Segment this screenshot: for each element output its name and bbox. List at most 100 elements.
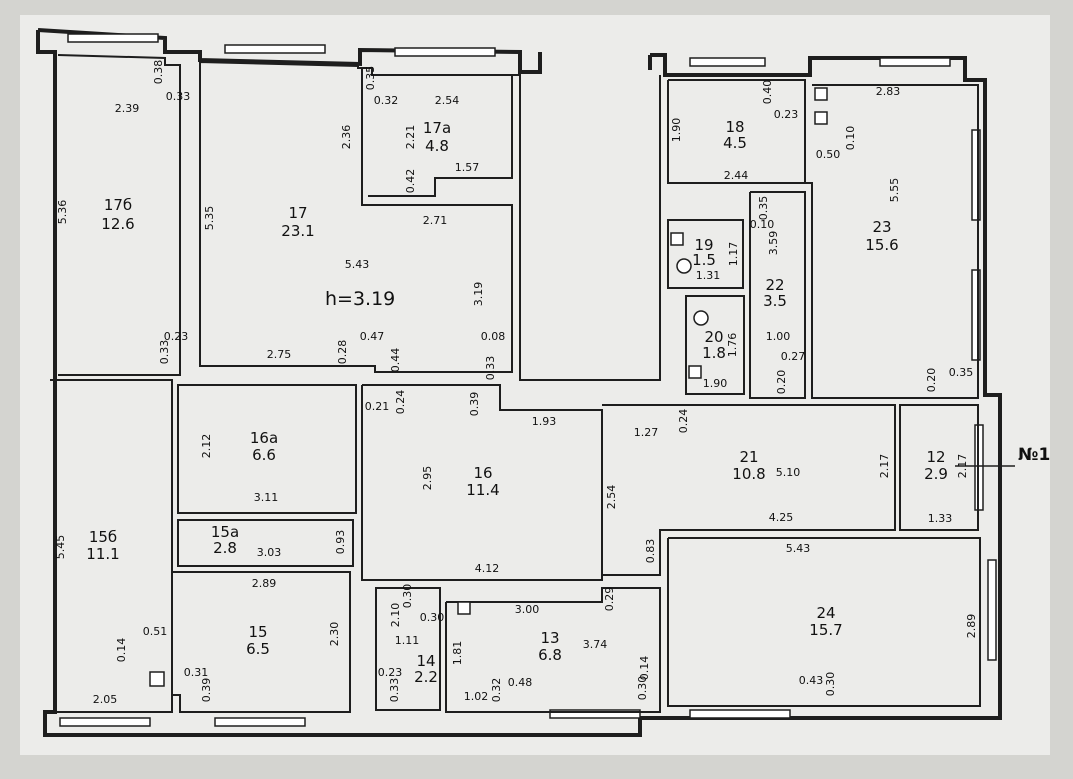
- room-area: 2.8: [213, 539, 237, 557]
- dimension-label: 0.21: [365, 400, 390, 413]
- dimension-label: 0.24: [677, 409, 690, 434]
- paper-sheet: [20, 15, 1050, 755]
- room-number: 22: [765, 276, 784, 294]
- dimension-label: 0.39: [468, 392, 481, 417]
- room-number: 15: [248, 623, 267, 641]
- dimension-label: 0.23: [774, 108, 799, 121]
- dimension-label: 0.43: [799, 674, 824, 687]
- room-area: 4.8: [425, 137, 449, 155]
- room-number: 18: [725, 118, 744, 136]
- dimension-label: 0.83: [644, 539, 657, 564]
- dimension-label: 1.76: [726, 333, 739, 358]
- dimension-label: 0.51: [143, 625, 168, 638]
- dimension-label: 0.20: [925, 368, 938, 393]
- dimension-label: 0.32: [374, 94, 399, 107]
- dimension-label: 0.24: [394, 390, 407, 415]
- dimension-label: 1.11: [395, 634, 420, 647]
- room-number: 24: [816, 604, 835, 622]
- dimension-label: 0.35: [757, 196, 770, 221]
- dimension-label: 0.08: [481, 330, 506, 343]
- room-number: 17а: [423, 119, 451, 137]
- dimension-label: 1.31: [696, 269, 721, 282]
- dimension-label: 2.89: [965, 614, 978, 639]
- dimension-label: 0.28: [336, 340, 349, 365]
- dimension-label: 1.17: [727, 242, 740, 267]
- dimension-label: 4.12: [475, 562, 500, 575]
- section-marker: №1: [1018, 445, 1050, 465]
- room-number: 17б: [104, 196, 132, 214]
- dimension-label: 0.14: [638, 656, 651, 681]
- dimension-label: 3.03: [257, 546, 282, 559]
- dimension-label: 3.19: [472, 282, 485, 307]
- dimension-label: 0.32: [490, 678, 503, 703]
- dimension-label: 1.90: [670, 118, 683, 143]
- room-number: 12: [926, 448, 945, 466]
- dimension-label: 0.30: [636, 676, 649, 701]
- dimension-label: 0.10: [844, 126, 857, 151]
- room-area: 23.1: [281, 222, 314, 240]
- room-number: 14: [416, 652, 435, 670]
- dimension-label: 0.48: [508, 676, 533, 689]
- dimension-label: 0.33: [484, 356, 497, 381]
- dimension-label: 0.33: [158, 340, 171, 365]
- dimension-label: 2.10: [389, 603, 402, 628]
- dimension-label: 2.36: [340, 125, 353, 150]
- room-area: 2.9: [924, 465, 948, 483]
- windows: [59, 33, 997, 727]
- room-area: 15.7: [809, 621, 842, 639]
- dimension-label: 2.05: [93, 693, 118, 706]
- room-area: 11.4: [466, 481, 499, 499]
- dimension-label: 2.39: [115, 102, 140, 115]
- room-area: 6.8: [538, 646, 562, 664]
- room-number: 20: [704, 328, 723, 346]
- room-area: 4.5: [723, 134, 747, 152]
- dimension-label: 0.47: [360, 330, 385, 343]
- dimension-label: 1.27: [634, 426, 659, 439]
- dimension-label: 2.12: [200, 434, 213, 459]
- dimension-label: 3.59: [767, 231, 780, 256]
- room-number: 17: [288, 204, 307, 222]
- room-area: 6.6: [252, 446, 276, 464]
- room-area: 6.5: [246, 640, 270, 658]
- dimension-label: 2.17: [956, 454, 969, 479]
- dimension-label: 0.93: [334, 530, 347, 555]
- room-number: 16: [473, 464, 492, 482]
- room-area: 1.5: [692, 251, 716, 269]
- room-area: 12.6: [101, 215, 134, 233]
- dimension-label: 5.36: [56, 200, 69, 225]
- dimension-label: 2.54: [605, 485, 618, 510]
- dimension-label: 0.40: [761, 80, 774, 105]
- dimension-label: 0.38: [152, 60, 165, 85]
- dimension-label: 1.93: [532, 415, 557, 428]
- room-number: 15а: [211, 523, 239, 541]
- dimension-label: 0.31: [184, 666, 209, 679]
- dimension-label: 1.00: [766, 330, 791, 343]
- dimension-label: 3.11: [254, 491, 279, 504]
- dimension-label: 2.21: [404, 125, 417, 150]
- dimension-label: 0.23: [378, 666, 403, 679]
- room-area: 15.6: [865, 236, 898, 254]
- dimension-label: 5.43: [786, 542, 811, 555]
- dimension-label: 0.14: [115, 638, 128, 663]
- dimension-label: 1.57: [455, 161, 480, 174]
- dimension-label: 1.90: [703, 377, 728, 390]
- dimension-label: 2.75: [267, 348, 292, 361]
- room-number: 21: [739, 448, 758, 466]
- dimension-label: 0.39: [200, 678, 213, 703]
- room-area: 2.2: [414, 668, 438, 686]
- room-area: 10.8: [732, 465, 765, 483]
- dimension-label: 5.55: [888, 178, 901, 203]
- ceiling-height-label: h=3.19: [325, 288, 395, 310]
- dimension-label: 3.74: [583, 638, 608, 651]
- dimension-label: 0.27: [781, 350, 806, 363]
- dimension-label: 0.35: [949, 366, 974, 379]
- dimension-label: 1.81: [451, 641, 464, 666]
- dimension-label: 2.44: [724, 169, 749, 182]
- room-area: 11.1: [86, 545, 119, 563]
- dimension-label: 5.43: [345, 258, 370, 271]
- dimension-label: 2.83: [876, 85, 901, 98]
- room-number: 19: [694, 236, 713, 254]
- dimension-label: 2.89: [252, 577, 277, 590]
- fixtures: [149, 87, 828, 687]
